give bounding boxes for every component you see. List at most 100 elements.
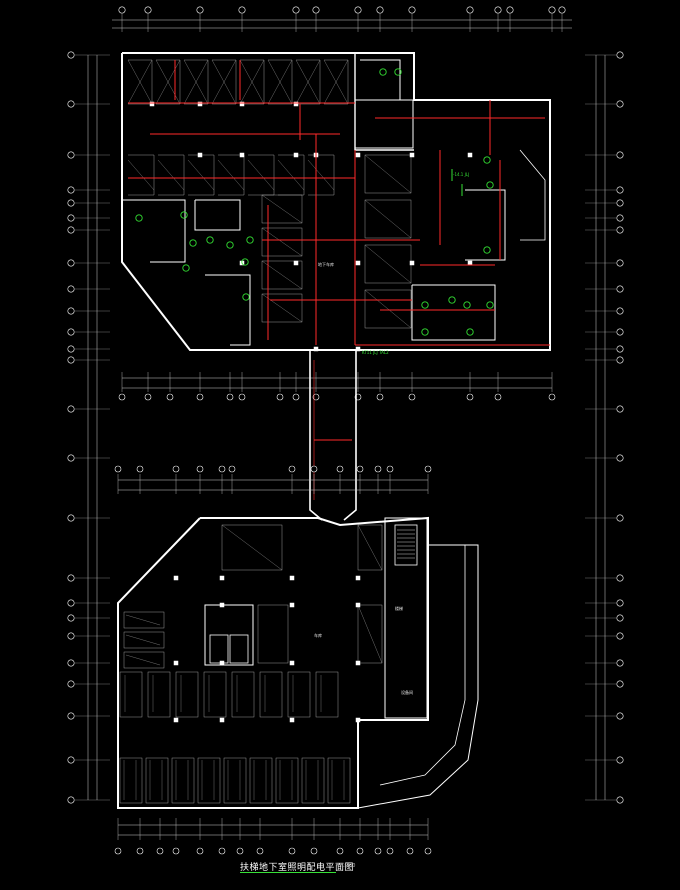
grid-axis-bubble-icon <box>424 465 432 473</box>
column-icon <box>355 602 361 608</box>
grid-axis-bubble-icon <box>236 847 244 855</box>
parking-stall <box>364 199 412 239</box>
parking-stall-diagonal <box>307 159 335 191</box>
grid-axis-bubble-icon <box>312 6 320 14</box>
column-icon <box>219 575 225 581</box>
parking-stall <box>268 59 293 105</box>
column-icon <box>355 717 361 723</box>
grid-axis-bubble-icon <box>616 712 624 720</box>
grid-axis-bubble-icon <box>616 796 624 804</box>
grid-axis-bubble-icon <box>616 405 624 413</box>
grid-axis-bubble-icon <box>256 847 264 855</box>
grid-axis-bubble-icon <box>144 6 152 14</box>
parking-stall-diagonal <box>357 524 383 571</box>
upper-plan-core-room <box>354 99 414 149</box>
grid-axis-bubble-icon <box>226 393 234 401</box>
column-icon <box>239 101 245 107</box>
column-icon <box>355 260 361 266</box>
parking-stall <box>287 671 311 718</box>
light-fixture-icon <box>226 241 234 249</box>
grid-axis-bubble-icon <box>67 226 75 234</box>
parking-stall-diagonal <box>155 59 181 105</box>
parking-stall-diagonal <box>127 159 155 191</box>
grid-axis-bubble-icon <box>144 393 152 401</box>
parking-stall-diagonal <box>187 159 215 191</box>
grid-axis-bubble-icon <box>67 345 75 353</box>
grid-axis-bubble-icon <box>228 465 236 473</box>
grid-axis-bubble-icon <box>67 100 75 108</box>
grid-axis-bubble-icon <box>616 285 624 293</box>
grid-axis-bubble-icon <box>616 100 624 108</box>
column-icon <box>355 152 361 158</box>
parking-stall-diagonal <box>295 59 321 105</box>
parking-stall <box>261 227 303 257</box>
parking-stall <box>261 293 303 323</box>
grid-axis-bubble-icon <box>466 393 474 401</box>
grid-axis-bubble-icon <box>356 847 364 855</box>
light-fixture-icon <box>421 301 429 309</box>
parking-stall <box>123 611 165 629</box>
grid-axis-bubble-icon <box>374 847 382 855</box>
light-fixture-icon <box>135 214 143 222</box>
parking-stall-diagonal <box>357 604 383 664</box>
parking-stall-line <box>125 654 161 666</box>
parking-stall-diagonal <box>364 244 412 284</box>
light-fixture-icon <box>189 239 197 247</box>
drawing-title-underline <box>240 872 336 873</box>
grid-axis-bubble-icon <box>292 6 300 14</box>
grid-axis-bubble-icon <box>196 465 204 473</box>
grid-axis-bubble-icon <box>386 465 394 473</box>
grid-axis-bubble-icon <box>310 847 318 855</box>
grid-axis-bubble-icon <box>548 393 556 401</box>
grid-axis-bubble-icon <box>67 632 75 640</box>
grid-axis-bubble-icon <box>376 393 384 401</box>
drawing-scale-note: 1:100 <box>341 863 356 869</box>
grid-axis-bubble-icon <box>172 465 180 473</box>
grid-axis-bubble-icon <box>67 307 75 315</box>
grid-axis-bubble-icon <box>616 345 624 353</box>
lower-level-equipment-room-label: 设备间 <box>401 690 413 695</box>
lower-plan-core <box>384 517 428 719</box>
grid-axis-bubble-icon <box>67 199 75 207</box>
parking-stall-diagonal <box>261 293 303 323</box>
lower-plan-ramp-outer <box>357 544 479 809</box>
parking-stall <box>218 154 245 196</box>
parking-stall-diagonal <box>239 59 265 105</box>
upper-plan-core-wall <box>354 53 414 151</box>
grid-axis-bubble-icon <box>616 51 624 59</box>
parking-stall <box>175 671 199 718</box>
grid-axis-bubble-icon <box>67 51 75 59</box>
column-icon <box>289 575 295 581</box>
grid-axis-bubble-icon <box>67 514 75 522</box>
column-icon <box>355 346 361 352</box>
parking-stall <box>249 757 273 804</box>
parking-stall <box>119 757 143 804</box>
grid-axis-bubble-icon <box>67 356 75 364</box>
parking-stall <box>123 651 165 669</box>
parking-stall <box>248 154 275 196</box>
grid-axis-bubble-icon <box>196 393 204 401</box>
parking-stall <box>197 757 221 804</box>
grid-axis-bubble-icon <box>494 6 502 14</box>
column-icon <box>409 260 415 266</box>
parking-stall <box>212 59 237 105</box>
parking-stall-diagonal <box>323 59 349 105</box>
parking-stall-diagonal <box>217 159 245 191</box>
column-icon <box>197 101 203 107</box>
parking-stall <box>221 524 283 571</box>
parking-stall <box>315 671 339 718</box>
parking-stall <box>128 154 155 196</box>
corridor-wall <box>309 350 323 521</box>
grid-axis-bubble-icon <box>616 659 624 667</box>
parking-stall <box>231 671 255 718</box>
light-fixture-icon <box>241 258 249 266</box>
grid-axis-bubble-icon <box>408 393 416 401</box>
grid-axis-bubble-icon <box>67 796 75 804</box>
connection-label: KT11 JLJ TAL2 <box>362 350 389 355</box>
lower-level-stair-label: 楼梯 <box>395 606 403 611</box>
parking-stall <box>171 757 195 804</box>
grid-axis-bubble-icon <box>172 847 180 855</box>
column-icon <box>239 152 245 158</box>
